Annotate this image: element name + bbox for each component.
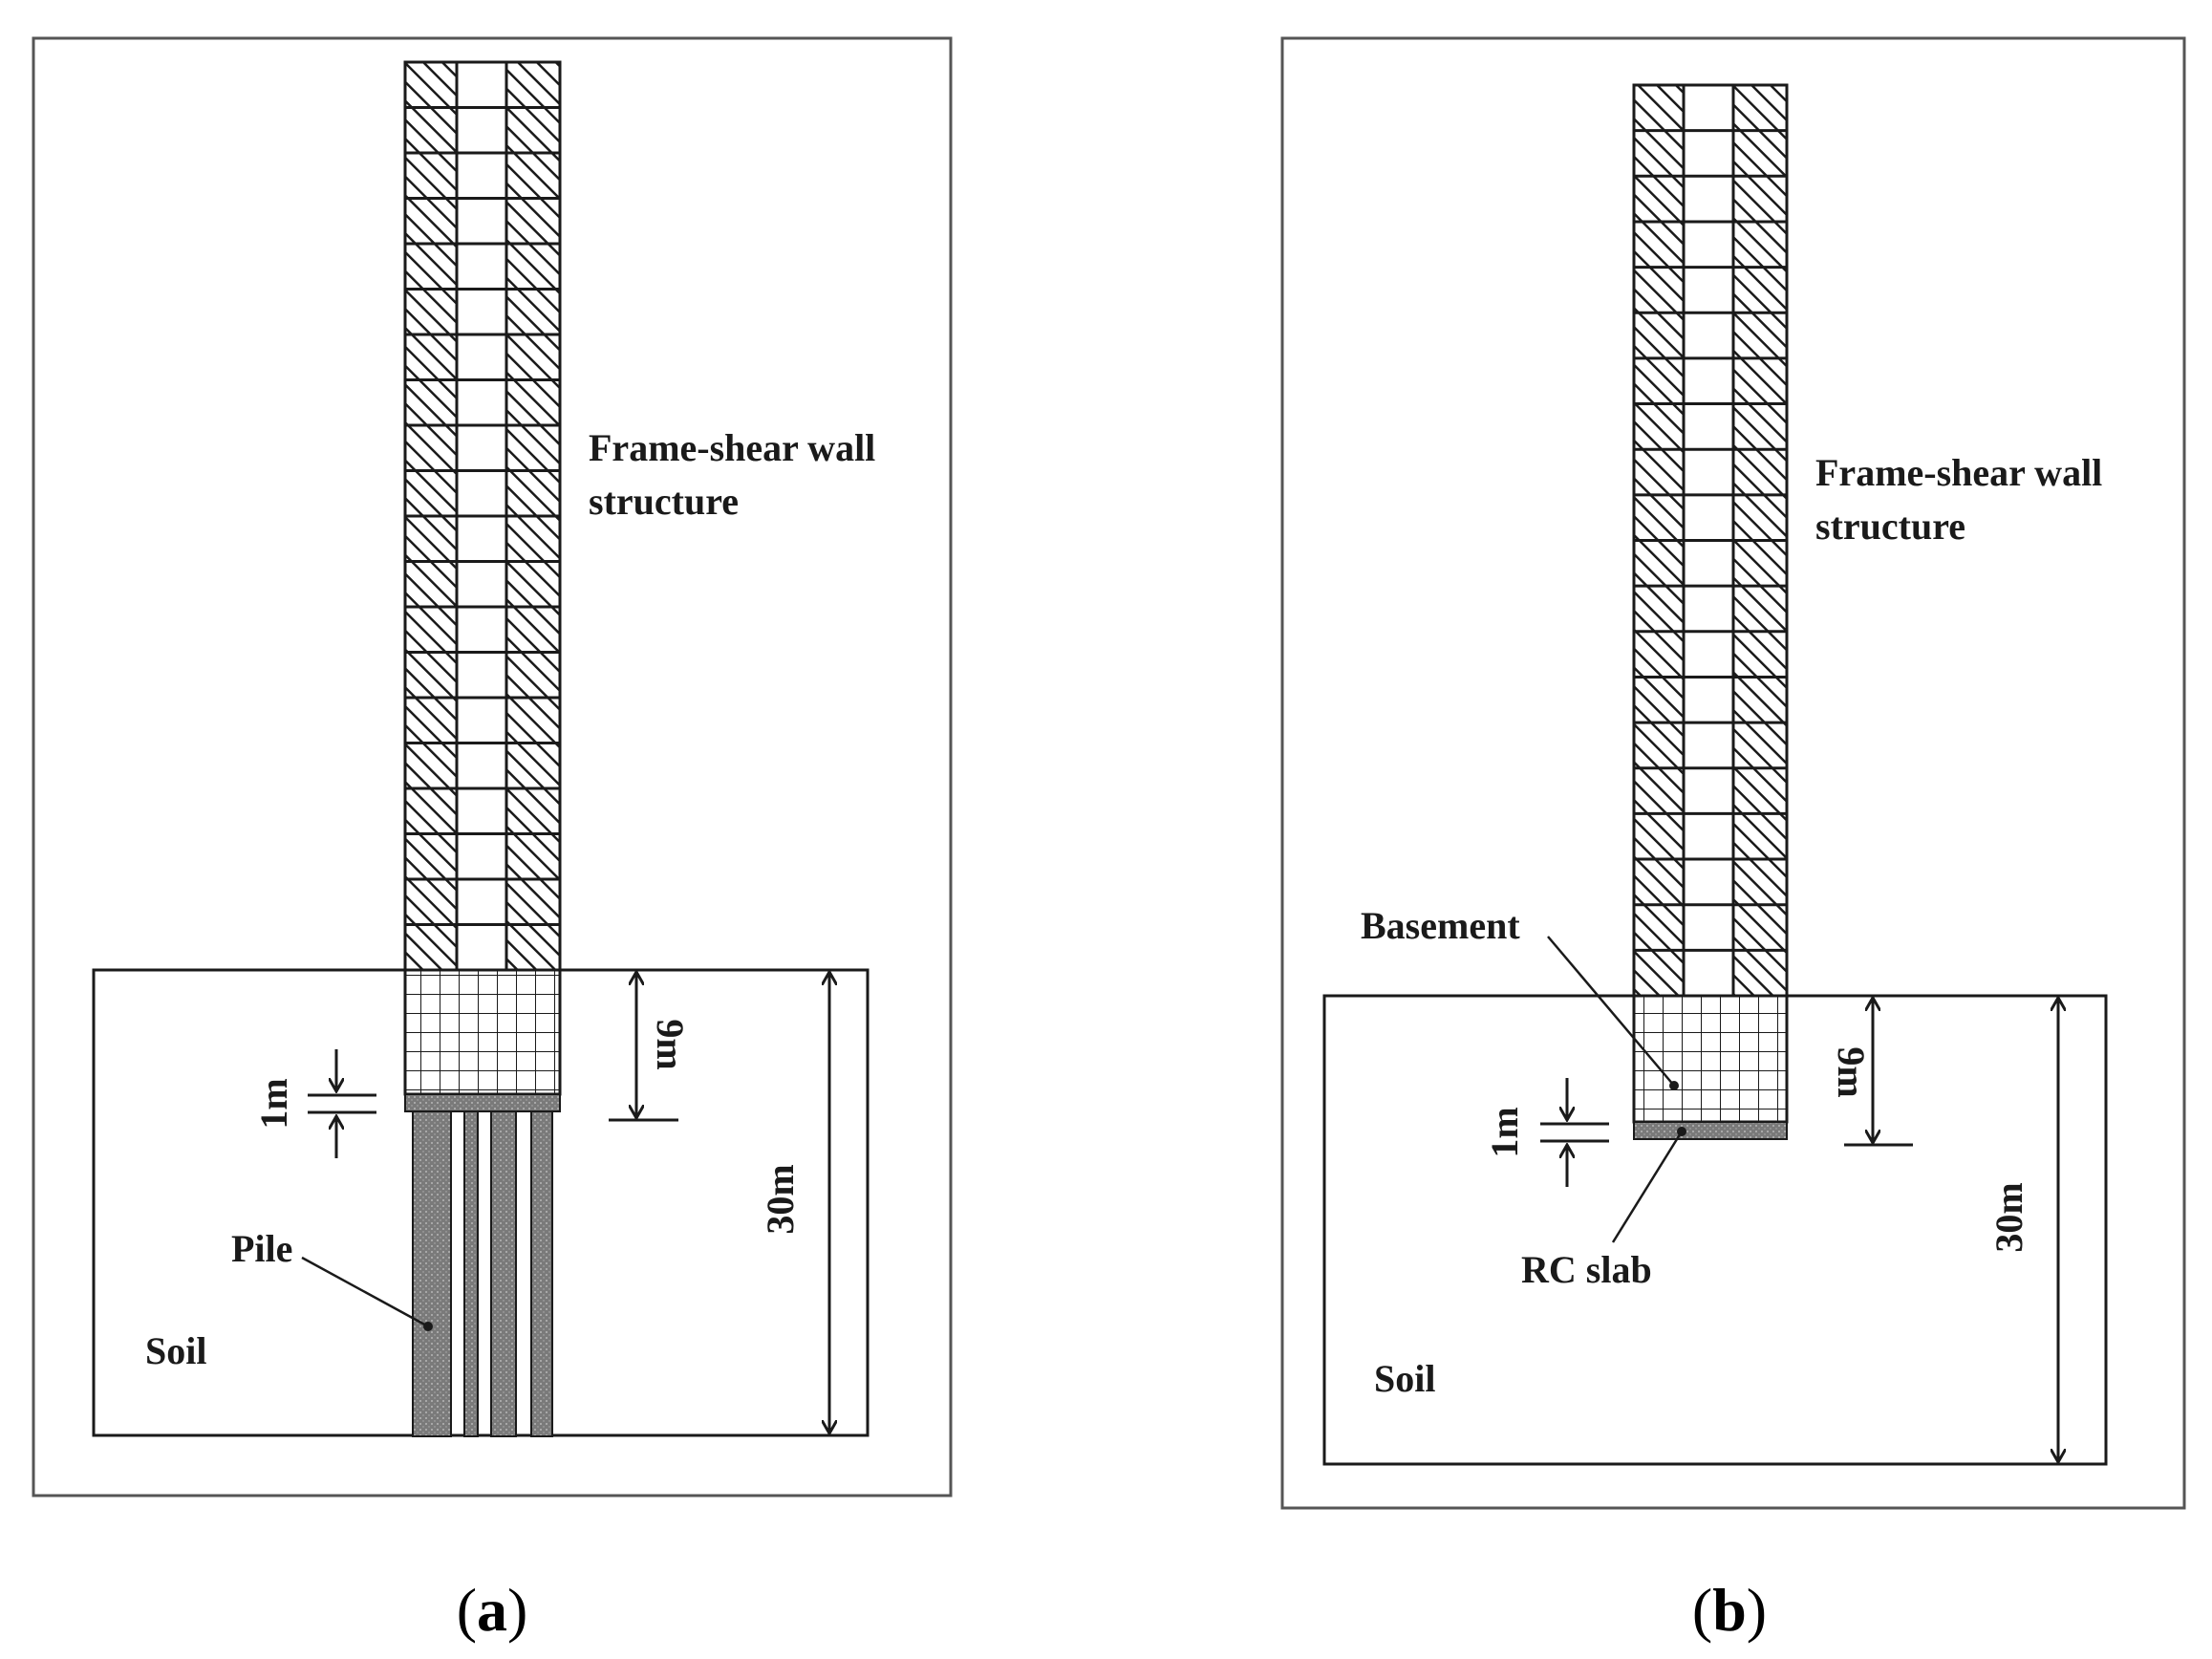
soil-label-b: Soil [1374, 1357, 1435, 1400]
building-a [403, 60, 562, 972]
pile-label: Pile [231, 1227, 292, 1270]
basement-leader [1547, 936, 1679, 1090]
panel-b: 9m 30m 1m Frame-shear wall structure Bas… [1280, 36, 2186, 1644]
rc-slab-a [404, 1093, 561, 1112]
rc-slab-label: RC slab [1521, 1248, 1652, 1291]
basement-b [1632, 994, 1789, 1124]
slab-thickness-label-b: 1m [1483, 1107, 1526, 1157]
structure-label-b-line2: structure [1815, 505, 1965, 548]
soil-depth-label-b: 30m [1987, 1182, 2030, 1252]
rc-slab-b [1633, 1121, 1788, 1140]
structure-label-a-line2: structure [589, 480, 739, 523]
panel-b-frame [1280, 36, 2186, 1510]
panel-a: 9m 30m 1m Frame-shear wall structure Pil… [32, 36, 953, 1644]
basement-a [403, 968, 562, 1096]
basement-depth-label-a: 9m [649, 1019, 692, 1069]
soil-label-a: Soil [145, 1329, 206, 1372]
slab-thickness-label-a: 1m [252, 1078, 295, 1129]
soil-depth-label-a: 30m [759, 1164, 802, 1234]
pile [463, 1110, 479, 1437]
pile [530, 1110, 553, 1437]
pile [490, 1110, 517, 1437]
caption-b: (b) [1692, 1576, 1767, 1644]
floor-lines-a [405, 106, 560, 926]
basement-depth-label-b: 9m [1830, 1046, 1873, 1097]
structure-label-b-line1: Frame-shear wall [1815, 451, 2102, 494]
building-b [1632, 83, 1789, 998]
basement-label: Basement [1361, 904, 1520, 947]
rc-slab-leader [1611, 1127, 1686, 1243]
pile-leader [301, 1256, 433, 1331]
panel-a-frame [32, 36, 953, 1497]
caption-a: (a) [457, 1576, 528, 1644]
piles-a [412, 1110, 553, 1437]
pile [412, 1110, 452, 1437]
structure-label-a-line1: Frame-shear wall [589, 426, 875, 469]
floor-lines-b [1634, 129, 1787, 952]
